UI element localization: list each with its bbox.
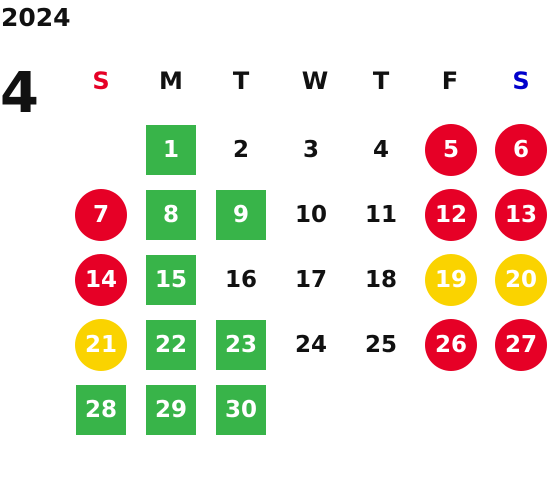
day-cell-13[interactable]: 13	[495, 189, 547, 241]
weekday-thursday: T	[372, 67, 390, 95]
day-cell-2[interactable]: 2	[232, 137, 249, 163]
weekday-monday: M	[159, 67, 183, 95]
weekday-saturday: S	[512, 67, 530, 95]
day-cell-1[interactable]: 1	[146, 125, 196, 175]
day-cell-4[interactable]: 4	[372, 137, 389, 163]
day-cell-10[interactable]: 10	[294, 202, 327, 228]
day-cell-23[interactable]: 23	[216, 320, 266, 370]
day-cell-30[interactable]: 30	[216, 385, 266, 435]
day-cell-21[interactable]: 21	[75, 319, 127, 371]
day-cell-25[interactable]: 25	[364, 332, 397, 358]
weekday-sunday: S	[92, 67, 110, 95]
day-cell-5[interactable]: 5	[425, 124, 477, 176]
day-cell-15[interactable]: 15	[146, 255, 196, 305]
day-cell-20[interactable]: 20	[495, 254, 547, 306]
day-cell-22[interactable]: 22	[146, 320, 196, 370]
day-cell-18[interactable]: 18	[364, 267, 397, 293]
calendar-month: 4	[0, 61, 39, 126]
weekday-friday: F	[441, 67, 459, 95]
day-cell-19[interactable]: 19	[425, 254, 477, 306]
day-cell-28[interactable]: 28	[76, 385, 126, 435]
day-cell-8[interactable]: 8	[146, 190, 196, 240]
day-cell-14[interactable]: 14	[75, 254, 127, 306]
day-cell-11[interactable]: 11	[364, 202, 397, 228]
weekday-wednesday: W	[301, 67, 329, 95]
day-cell-6[interactable]: 6	[495, 124, 547, 176]
day-cell-9[interactable]: 9	[216, 190, 266, 240]
day-cell-24[interactable]: 24	[294, 332, 327, 358]
day-cell-17[interactable]: 17	[294, 267, 327, 293]
day-cell-3[interactable]: 3	[302, 137, 319, 163]
calendar-year: 2024	[1, 3, 71, 32]
day-cell-26[interactable]: 26	[425, 319, 477, 371]
day-cell-16[interactable]: 16	[224, 267, 257, 293]
day-cell-12[interactable]: 12	[425, 189, 477, 241]
day-cell-7[interactable]: 7	[75, 189, 127, 241]
day-cell-29[interactable]: 29	[146, 385, 196, 435]
weekday-tuesday: T	[232, 67, 250, 95]
day-cell-27[interactable]: 27	[495, 319, 547, 371]
